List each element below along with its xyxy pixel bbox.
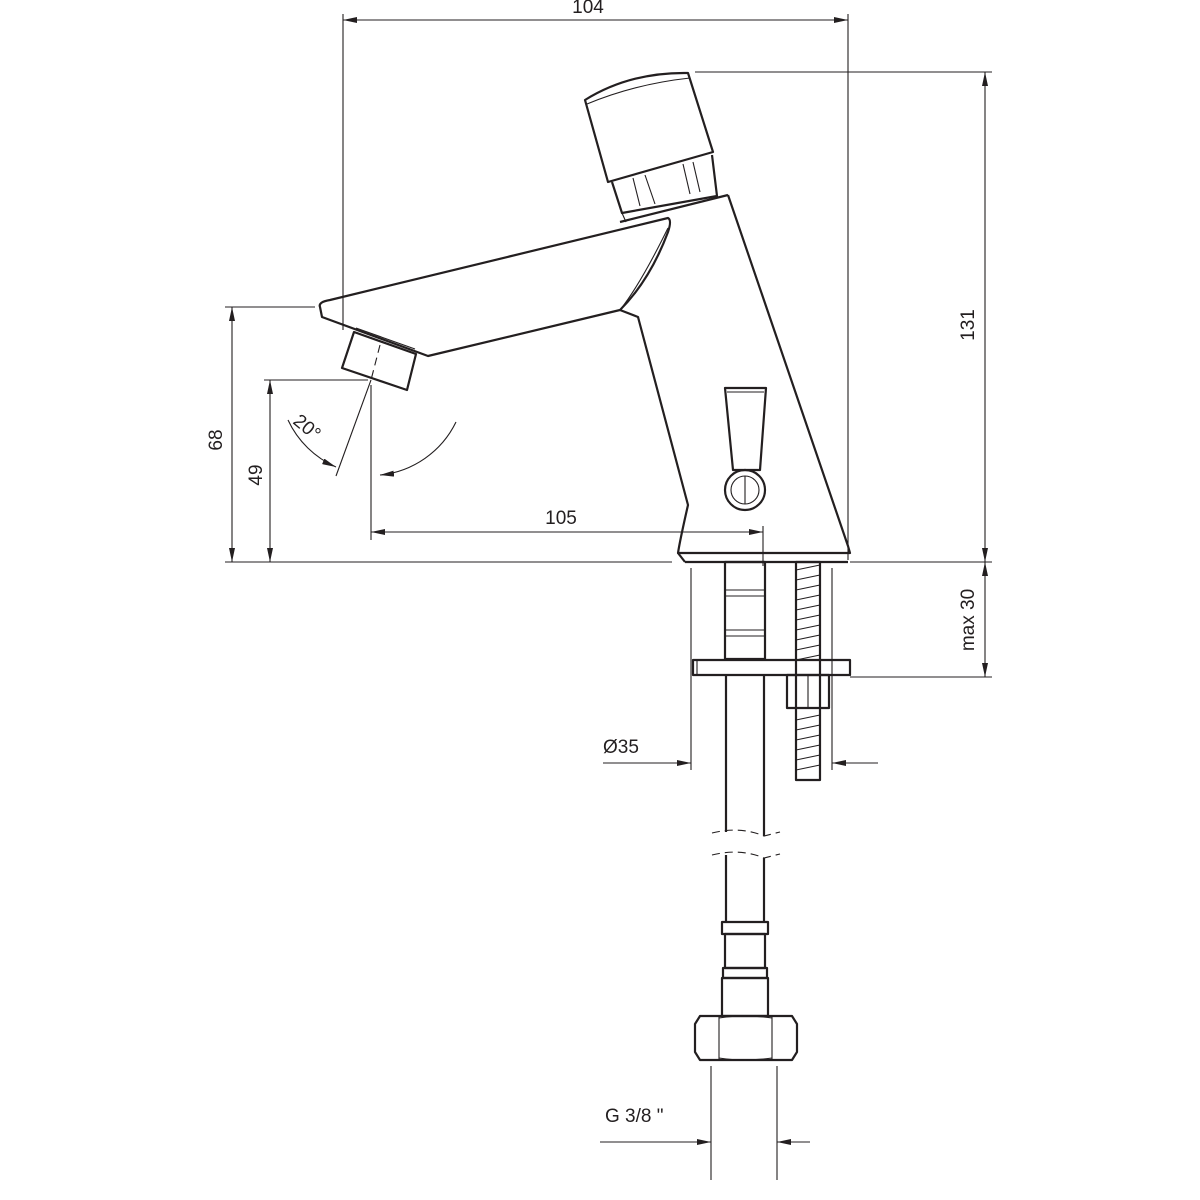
dimension-max-deck-thickness: max 30 [958,562,988,677]
label-g-3-8: G 3/8 " [605,1106,664,1127]
label-max-30: max 30 [958,589,979,651]
dimension-overall-height: 131 [695,71,992,678]
label-105: 105 [545,508,577,529]
aerator [340,327,418,392]
label-20-degrees: 20° [289,411,325,446]
supply-hose [711,675,781,1018]
label-diameter-35: Ø35 [603,737,639,758]
label-68: 68 [206,429,227,450]
push-button [583,71,719,223]
dimension-outlet-height: 49 [246,379,368,562]
temperature-lever [723,386,768,512]
label-49: 49 [246,464,267,485]
mounting-plate [691,658,852,710]
threaded-rod [794,560,822,782]
dimension-spout-reach: 105 [371,508,764,566]
spout [318,216,672,358]
dimension-spray-angle: 20° [287,379,457,540]
dimension-hole-diameter: Ø35 [603,568,878,770]
label-131: 131 [958,309,979,341]
dimension-overall-width: 104 [342,0,849,560]
dimension-spout-height: 68 [206,306,315,562]
hex-nut [693,1014,799,1062]
mounting-stud [723,560,767,661]
dimension-connection-thread: G 3/8 " [600,1066,810,1180]
label-104: 104 [572,0,604,18]
